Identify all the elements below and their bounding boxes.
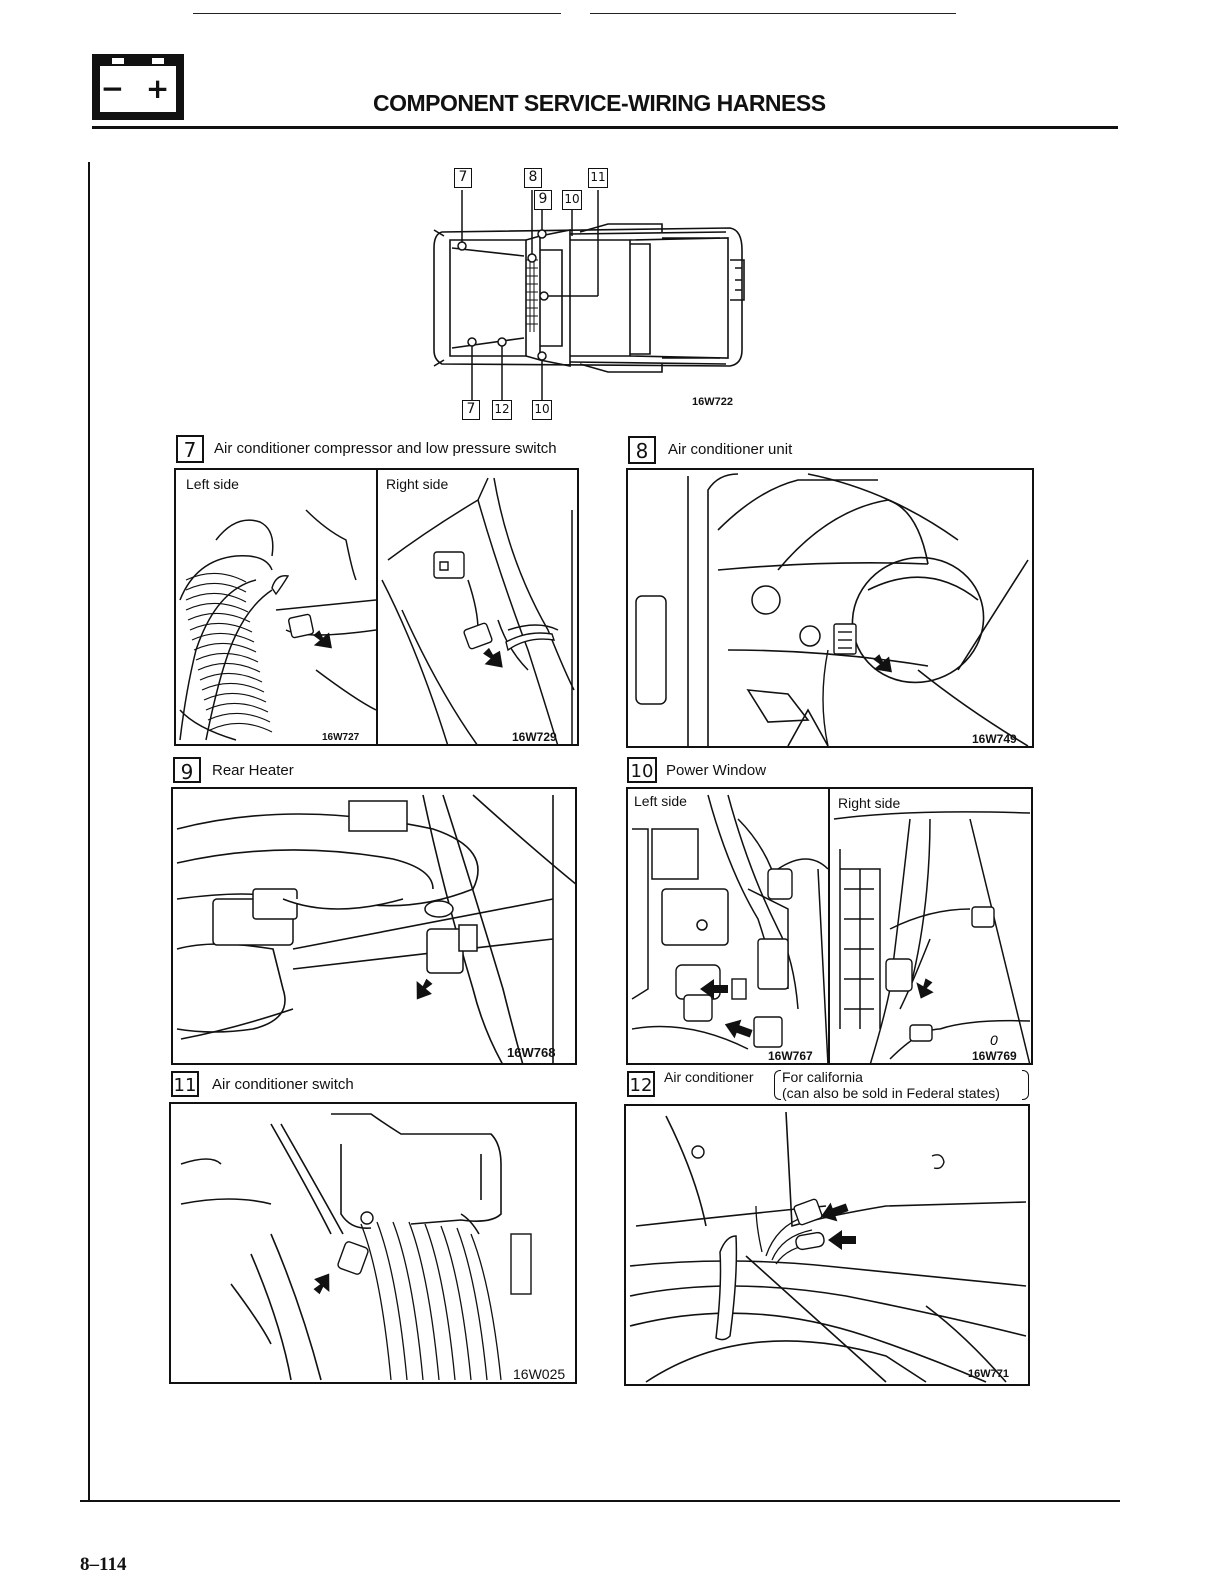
vehicle-top-view xyxy=(433,190,745,400)
section-10-left-label: Left side xyxy=(634,793,687,809)
section-11-code: 16W025 xyxy=(513,1366,566,1382)
section-12-code: 16W771 xyxy=(968,1368,1009,1380)
section-8-figure: 16W749 xyxy=(626,468,1034,748)
section-7-right-label: Right side xyxy=(386,476,449,492)
section-8-code: 16W749 xyxy=(972,732,1017,746)
footer-rule xyxy=(80,1500,1120,1502)
section-10-left-code: 16W767 xyxy=(768,1049,813,1063)
section-10-right-label: Right side xyxy=(838,795,901,811)
svg-text:0: 0 xyxy=(990,1032,998,1048)
section-12-figure: 16W771 xyxy=(624,1104,1030,1386)
overview-label-11-top: 11 xyxy=(588,168,608,188)
section-10-number: 10 xyxy=(627,757,657,783)
section-7-right-figure: Right side 16W729 xyxy=(376,468,579,746)
section-10-right-code: 16W769 xyxy=(972,1049,1017,1063)
top-line-left xyxy=(193,13,561,14)
overview-label-9-top: 9 xyxy=(534,190,552,210)
section-7-left-code: 16W727 xyxy=(322,732,360,743)
section-10-left-figure: Left side 16W767 xyxy=(626,787,831,1065)
battery-minus-plus-icon: − + xyxy=(92,54,184,120)
section-10-caption: Power Window xyxy=(666,762,767,779)
left-margin-bar xyxy=(88,162,90,1500)
section-9-code: 16W768 xyxy=(507,1045,556,1060)
overview-label-7-top: 7 xyxy=(454,168,472,188)
section-12-caption: Air conditioner xyxy=(664,1069,754,1085)
section-9-caption: Rear Heater xyxy=(212,762,294,779)
section-11-caption: Air conditioner switch xyxy=(212,1076,354,1093)
overview-label-10-bottom: 10 xyxy=(532,400,552,420)
overview-label-12-bottom: 12 xyxy=(492,400,512,420)
overview-label-8-top: 8 xyxy=(524,168,542,188)
section-8-caption: Air conditioner unit xyxy=(668,441,793,458)
section-9-figure: 16W768 xyxy=(171,787,577,1065)
section-7-caption: Air conditioner compressor and low press… xyxy=(214,440,557,457)
section-7-left-figure: Left side 16W727 xyxy=(174,468,378,746)
overview-label-7-bottom: 7 xyxy=(462,400,480,420)
section-7-left-label: Left side xyxy=(186,476,239,492)
section-11-number: 11 xyxy=(171,1071,199,1097)
section-10-right-figure: 0 Right side 16W769 xyxy=(828,787,1033,1065)
battery-symbols: − + xyxy=(100,72,176,105)
top-line-right xyxy=(590,13,956,14)
section-12-note-line1: For california xyxy=(782,1069,863,1085)
overview-label-10-top: 10 xyxy=(562,190,582,210)
header-rule xyxy=(92,126,1118,129)
section-12-bracket-left xyxy=(774,1070,781,1100)
section-12-bracket-right xyxy=(1022,1070,1029,1100)
page-number: 8–114 xyxy=(80,1554,127,1575)
vehicle-overview-diagram: 7 8 9 10 11 7 12 10 xyxy=(430,160,760,430)
section-9-number: 9 xyxy=(173,757,201,784)
section-11-figure: 16W025 xyxy=(169,1102,577,1384)
section-7-right-code: 16W729 xyxy=(512,730,557,744)
section-7-number: 7 xyxy=(176,435,204,463)
section-12-note-line2: (can also be sold in Federal states) xyxy=(782,1085,1000,1101)
overview-figure-code: 16W722 xyxy=(692,396,733,408)
section-8-number: 8 xyxy=(628,436,656,464)
section-12-number: 12 xyxy=(627,1071,655,1097)
page-title: COMPONENT SERVICE-WIRING HARNESS xyxy=(373,90,826,116)
